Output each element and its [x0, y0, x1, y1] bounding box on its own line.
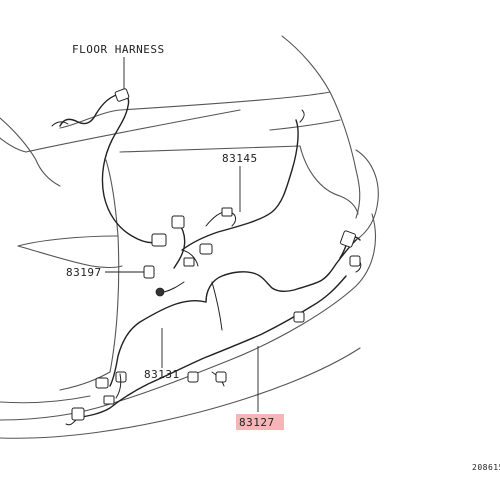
floor-harness-wire	[51, 57, 167, 247]
harness-83145	[171, 109, 305, 269]
part-highlight-box	[236, 414, 284, 430]
label-83131: 83131	[144, 368, 180, 381]
label-83197: 83197	[66, 266, 102, 279]
corner-code: 208615	[472, 463, 500, 472]
label-floor-harness: FLOOR HARNESS	[72, 43, 165, 56]
label-83145: 83145	[222, 152, 258, 165]
harness-83131	[109, 230, 362, 387]
label-83127: 83127	[239, 416, 275, 429]
harness-83127	[65, 275, 347, 426]
part-83197	[105, 265, 185, 297]
